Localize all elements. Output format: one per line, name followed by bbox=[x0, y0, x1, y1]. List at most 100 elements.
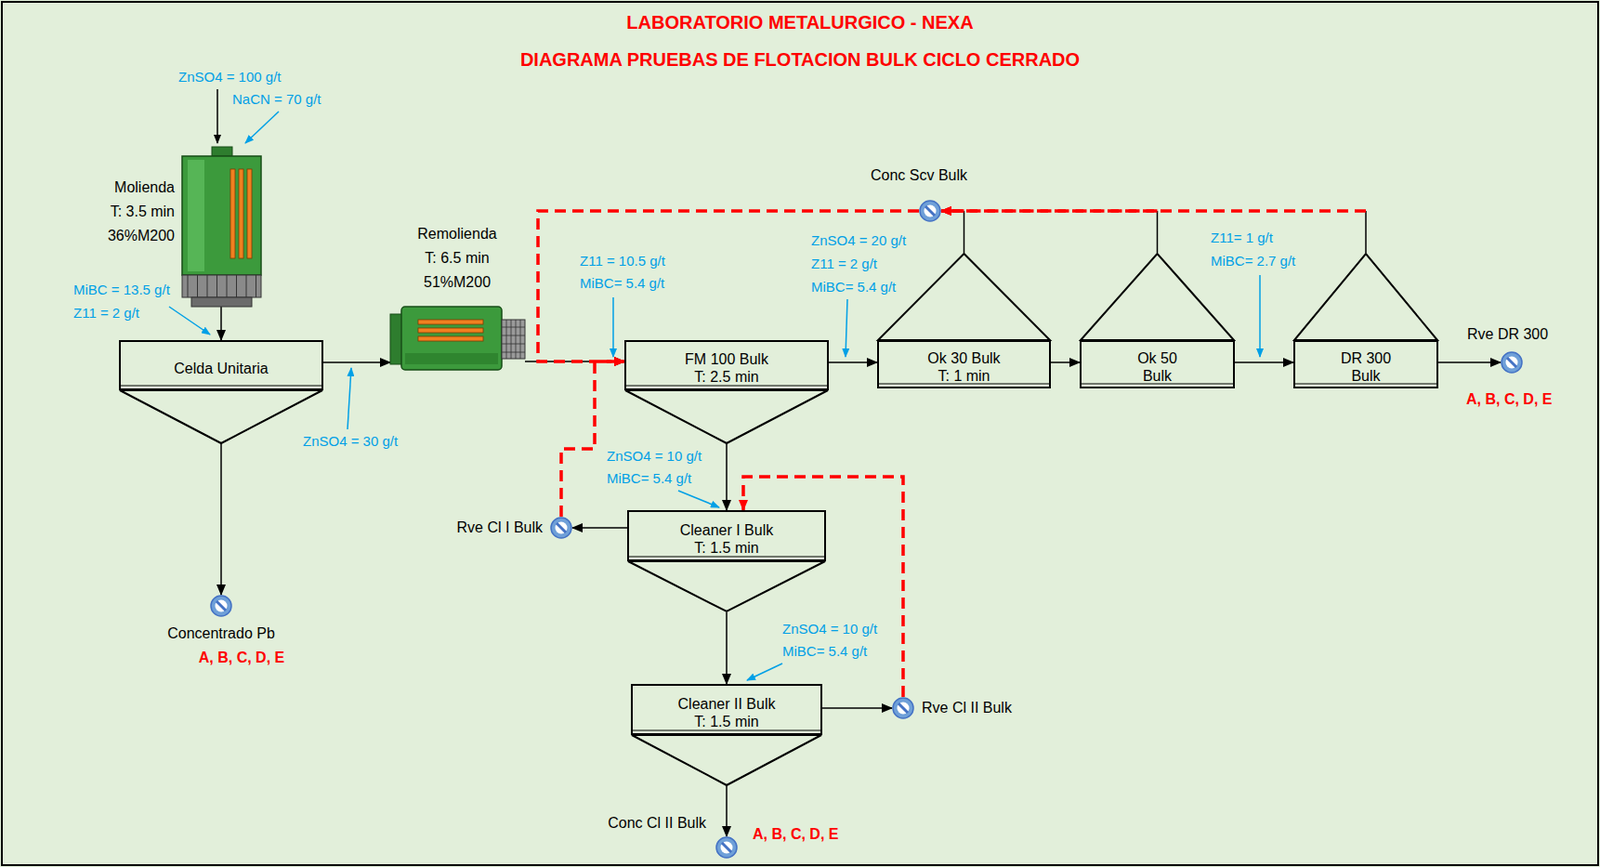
recycle-connector bbox=[941, 210, 1158, 253]
sample-point: Rve Cl I Bulk bbox=[550, 516, 573, 539]
flow-line bbox=[1050, 361, 1080, 364]
cell-lip bbox=[631, 730, 822, 732]
cell-name: Cleaner II Bulk bbox=[678, 695, 776, 713]
mill-grid bbox=[255, 275, 257, 298]
mill-foot bbox=[191, 297, 252, 307]
cell-name: FM 100 Bulk bbox=[684, 350, 769, 368]
recycle-connector bbox=[537, 210, 919, 362]
reagent-label: MiBC= 5.4 g/t bbox=[579, 275, 665, 292]
cell-text-area: Ok 50 Bulk bbox=[1079, 340, 1235, 394]
sample-core bbox=[924, 205, 937, 218]
flow-line bbox=[725, 444, 728, 511]
sample-core bbox=[1506, 356, 1519, 369]
flow-line bbox=[220, 306, 223, 341]
sample-core bbox=[555, 522, 568, 535]
sample-ring bbox=[1501, 352, 1522, 373]
cell-cone bbox=[628, 561, 826, 612]
flotation-cell: Cleaner II BulkT: 1.5 min bbox=[630, 683, 823, 787]
flow-connector bbox=[726, 612, 728, 684]
flow-connector bbox=[1050, 362, 1080, 364]
unit-label: 51%M200 bbox=[423, 273, 491, 291]
unit-label: Molienda bbox=[114, 178, 175, 197]
reagent-label: ZnSO4 = 10 g/t bbox=[606, 447, 702, 465]
flotation-cell: Cleaner I BulkT: 1.5 min bbox=[627, 510, 827, 613]
node-outline bbox=[118, 340, 324, 445]
cell-time: T: 2.5 min bbox=[694, 367, 759, 386]
mill-grid bbox=[216, 275, 218, 298]
node-outline bbox=[178, 146, 265, 307]
node-outline bbox=[918, 199, 942, 223]
cell-text-area: FM 100 BulkT: 2.5 min bbox=[624, 340, 829, 396]
flow-connector bbox=[1234, 362, 1294, 364]
mill-grid bbox=[207, 275, 209, 298]
recycle-line bbox=[537, 210, 919, 362]
cell-lip bbox=[119, 385, 323, 387]
reagent-label: MiBC= 5.4 g/t bbox=[782, 642, 867, 660]
remill-grid bbox=[506, 319, 508, 359]
mill-stripe bbox=[247, 169, 252, 259]
reagent-label: MiBC= 5.4 g/t bbox=[606, 470, 692, 487]
reagent-arrow bbox=[678, 490, 720, 508]
mill-cap bbox=[211, 146, 233, 157]
cell-cone bbox=[1294, 253, 1438, 341]
reagent-arrow bbox=[612, 297, 615, 357]
cell-cone bbox=[631, 734, 822, 786]
sample-slash bbox=[216, 601, 226, 611]
mill-base bbox=[182, 275, 262, 298]
cell-text-area: DR 300 Bulk bbox=[1293, 340, 1439, 394]
flow-line bbox=[323, 361, 391, 364]
sample-core bbox=[897, 702, 910, 715]
cell-time: T: 1.5 min bbox=[694, 538, 759, 557]
sample-core bbox=[721, 841, 734, 854]
reagent-label: Z11 = 2 g/t bbox=[811, 255, 878, 273]
flow-connector bbox=[1438, 362, 1501, 364]
mill-grid bbox=[236, 275, 237, 298]
unit-label: T: 3.5 min bbox=[110, 202, 175, 221]
reagent-label: ZnSO4 = 10 g/t bbox=[782, 620, 878, 638]
cell-text-area: Cleaner II BulkT: 1.5 min bbox=[630, 683, 823, 741]
sample-point: Rve DR 300A, B, C, D, E bbox=[1500, 351, 1523, 374]
remill-grid bbox=[501, 352, 525, 354]
reagent-arrow bbox=[347, 367, 352, 430]
unit-label: Conc Cl II Bulk bbox=[607, 813, 707, 832]
reagent-label: Z11= 1 g/t bbox=[1210, 229, 1273, 247]
node-outline bbox=[209, 594, 233, 617]
cell-box bbox=[628, 511, 826, 561]
recycle-connector bbox=[941, 210, 965, 253]
node-outline bbox=[891, 696, 915, 720]
remill-grid bbox=[511, 319, 512, 359]
sample-point: Conc Cl II BulkA, B, C, D, E bbox=[715, 836, 738, 859]
sample-ring bbox=[892, 697, 914, 719]
cell-box bbox=[878, 340, 1050, 388]
reagent-label: MiBC = 13.5 g/t bbox=[73, 281, 171, 299]
mill-grid bbox=[187, 275, 189, 298]
remill-grid bbox=[501, 335, 525, 337]
cell-text-area: Cleaner I BulkT: 1.5 min bbox=[627, 510, 827, 567]
cell-lip bbox=[625, 385, 828, 387]
cell-name: Celda Unitaria bbox=[173, 359, 268, 378]
mill-stripe bbox=[230, 169, 236, 259]
cell-name: Ok 30 Bulk bbox=[927, 349, 1000, 368]
cell-box bbox=[119, 340, 323, 390]
reagent-label: ZnSO4 = 100 g/t bbox=[178, 68, 282, 86]
cell-time: T: 1 min bbox=[937, 367, 990, 385]
cell-cone bbox=[625, 390, 828, 444]
sample-core bbox=[215, 600, 228, 613]
flow-line bbox=[725, 786, 728, 837]
sample-assays: A, B, C, D, E bbox=[198, 648, 285, 667]
remill-stripe bbox=[418, 319, 484, 325]
node-outline bbox=[715, 836, 738, 859]
remill-end bbox=[501, 319, 525, 359]
mill-shine bbox=[187, 159, 205, 272]
sample-slash bbox=[556, 523, 566, 533]
reagent-arrow bbox=[245, 111, 279, 144]
flow-line bbox=[220, 444, 223, 595]
reagent-arrow bbox=[169, 306, 210, 335]
mill-grid bbox=[226, 275, 228, 298]
cell-time: T: 1.5 min bbox=[694, 712, 759, 731]
flow-connector bbox=[221, 444, 223, 595]
cell-box bbox=[1294, 340, 1438, 388]
unit-label: Remolienda bbox=[417, 224, 497, 243]
remill-grid bbox=[520, 319, 522, 359]
remill-stripe bbox=[418, 327, 484, 333]
